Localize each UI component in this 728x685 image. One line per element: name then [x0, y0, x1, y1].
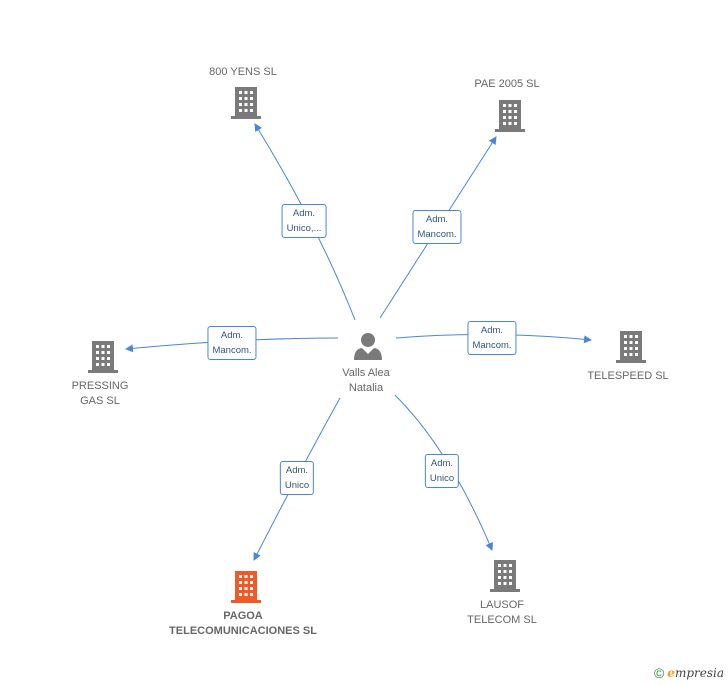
node-label-pagoa[interactable]: PAGOA TELECOMUNICACIONES SL — [169, 609, 317, 639]
edges-layer — [125, 123, 592, 561]
building-icon-lausof[interactable] — [490, 560, 520, 592]
node-pagoa-line1: PAGOA — [223, 610, 263, 622]
edge-label-800yens[interactable]: Adm. Unico,... — [281, 204, 327, 238]
edge-lausof-role: Adm. — [430, 458, 454, 469]
building-icon-pagoa[interactable] — [231, 571, 261, 603]
edge-pagoa-type: Unico — [284, 480, 310, 491]
edge-pae2005-type: Mancom. — [417, 229, 457, 240]
building-icon-800yens[interactable] — [231, 87, 261, 119]
edge-telespeed-type: Mancom. — [472, 340, 512, 351]
edge-lausof-type: Unico — [429, 473, 455, 484]
brand-rest: mpresia — [674, 666, 724, 680]
node-label-lausof[interactable]: LAUSOF TELECOM SL — [467, 598, 537, 628]
building-icon-pae2005[interactable] — [495, 100, 525, 132]
edge-label-telespeed[interactable]: Adm. Mancom. — [467, 321, 517, 355]
edge-label-lausof[interactable]: Adm. Unico — [424, 454, 460, 488]
center-label[interactable]: Valls Alea Natalia — [342, 366, 390, 396]
center-name-line2: Natalia — [348, 382, 384, 394]
node-pagoa-line2: TELECOMUNICACIONES SL — [169, 625, 317, 637]
node-label-pae2005[interactable]: PAE 2005 SL — [474, 77, 539, 92]
edge-label-pressing[interactable]: Adm. Mancom. — [207, 326, 257, 360]
edge-800yens-role: Adm. — [292, 208, 316, 219]
node-lausof-line1: LAUSOF — [479, 599, 524, 611]
person-icon[interactable] — [354, 333, 382, 360]
node-label-pressing[interactable]: PRESSING GAS SL — [72, 379, 129, 409]
edge-pressing-type: Mancom. — [212, 345, 252, 356]
edge-label-pagoa[interactable]: Adm. Unico — [279, 461, 315, 495]
node-label-800yens[interactable]: 800 YENS SL — [209, 65, 277, 80]
node-800yens-line1: 800 YENS SL — [209, 66, 277, 78]
brand-initial: e — [667, 666, 675, 680]
copyright-icon: © — [653, 665, 665, 681]
edge-800yens-type: Unico,... — [286, 223, 322, 234]
center-name-line1: Valls Alea — [342, 367, 390, 379]
building-icon-telespeed[interactable] — [616, 331, 646, 363]
node-label-telespeed[interactable]: TELESPEED SL — [587, 369, 668, 384]
edge-pae2005-role: Adm. — [425, 214, 449, 225]
node-pressing-line2: GAS SL — [80, 395, 120, 407]
node-telespeed-line1: TELESPEED SL — [587, 370, 669, 382]
brand-name: empresia — [667, 666, 724, 680]
node-lausof-line2: TELECOM SL — [467, 614, 537, 626]
node-pressing-line1: PRESSING — [71, 380, 129, 392]
node-pae2005-line1: PAE 2005 SL — [474, 78, 540, 90]
edge-telespeed-role: Adm. — [480, 325, 504, 336]
edge-pressing-role: Adm. — [220, 330, 244, 341]
building-icon-pressing[interactable] — [88, 341, 118, 373]
edge-label-pae2005[interactable]: Adm. Mancom. — [412, 210, 462, 244]
empresia-logo[interactable]: © empresia — [654, 665, 724, 681]
edge-pagoa-role: Adm. — [285, 465, 309, 476]
